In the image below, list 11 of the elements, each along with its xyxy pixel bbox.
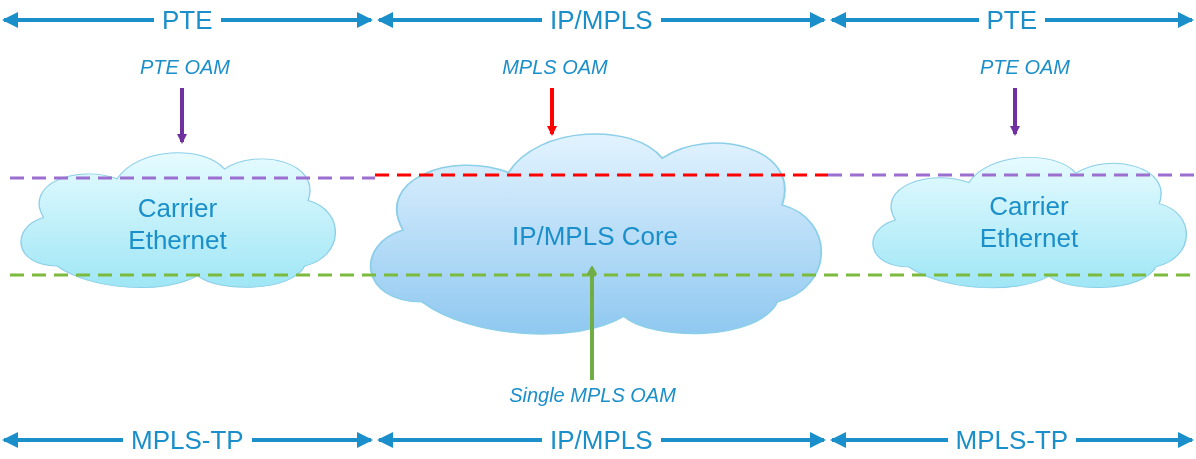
oam-label: PTE OAM bbox=[100, 56, 270, 82]
arrow bbox=[586, 266, 598, 380]
cloud-label: IP/MPLS Core bbox=[510, 220, 680, 252]
oam-label: Single MPLS OAM bbox=[470, 384, 715, 410]
oam-label: MPLS OAM bbox=[470, 56, 640, 82]
cloud-label: Carrier Ethernet bbox=[978, 190, 1080, 254]
oam-label: PTE OAM bbox=[950, 56, 1100, 82]
arrow bbox=[547, 88, 557, 136]
cloud-label: Carrier Ethernet bbox=[127, 192, 228, 256]
arrow bbox=[1010, 88, 1020, 136]
arrow bbox=[177, 88, 187, 144]
